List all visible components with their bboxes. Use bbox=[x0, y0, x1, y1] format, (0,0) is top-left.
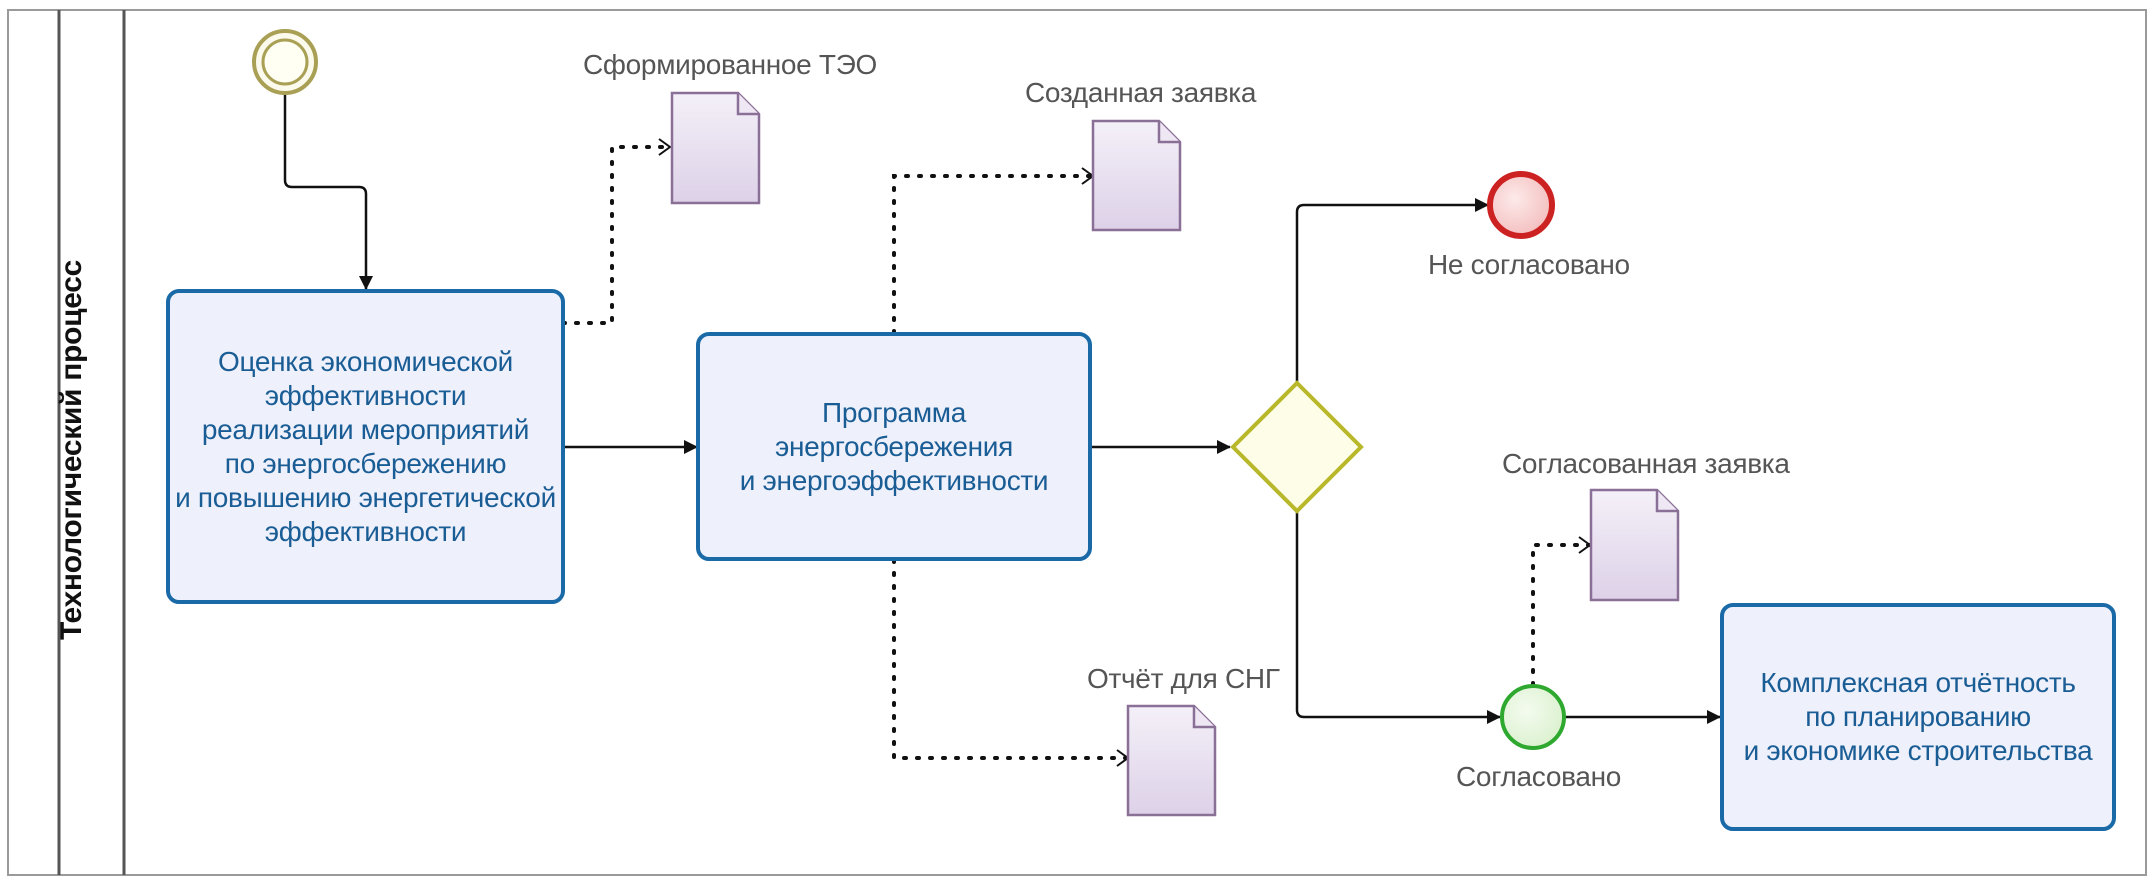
task-evaluate[interactable] bbox=[166, 289, 565, 604]
task-program[interactable] bbox=[696, 332, 1092, 561]
flow-start-to-evaluate bbox=[283, 90, 373, 290]
event-approved-label: Согласовано bbox=[1456, 761, 1622, 792]
document-approved-request-label: Согласованная заявка bbox=[1502, 448, 1790, 479]
end-event-not-approved-label: Не согласовано bbox=[1428, 249, 1630, 280]
exclusive-gateway bbox=[1230, 380, 1364, 514]
event-approved bbox=[1500, 684, 1566, 750]
lane-title: Технологический процесс bbox=[55, 259, 88, 641]
document-teo-label: Сформированное ТЭО bbox=[583, 49, 878, 80]
task-evaluate-label: Оценка экономической эффективности реали… bbox=[175, 345, 556, 547]
pool-frame bbox=[7, 9, 2147, 876]
end-event-not-approved bbox=[1487, 171, 1555, 239]
flow-gateway-to-approved bbox=[1295, 511, 1501, 724]
document-teo bbox=[670, 91, 761, 205]
association-evaluate-to-teo bbox=[561, 138, 672, 325]
document-created-request bbox=[1091, 119, 1182, 232]
start-event-inner bbox=[261, 38, 309, 86]
task-reporting[interactable] bbox=[1720, 603, 2116, 831]
document-report-sng bbox=[1126, 704, 1217, 817]
document-created-request-label: Созданная заявка bbox=[1025, 77, 1257, 108]
document-report-sng-label: Отчёт для СНГ bbox=[1087, 663, 1280, 694]
association-program-to-created-request bbox=[892, 167, 1095, 335]
task-reporting-label: Комплексная отчётность по планированию и… bbox=[1743, 667, 2093, 766]
association-program-to-report bbox=[892, 558, 1130, 767]
association-approved-to-request bbox=[1531, 536, 1592, 687]
document-approved-request bbox=[1589, 488, 1680, 602]
task-program-label: Программа энергосбережения и энергоэффек… bbox=[739, 396, 1049, 496]
flow-gateway-to-not-approved bbox=[1295, 198, 1489, 383]
